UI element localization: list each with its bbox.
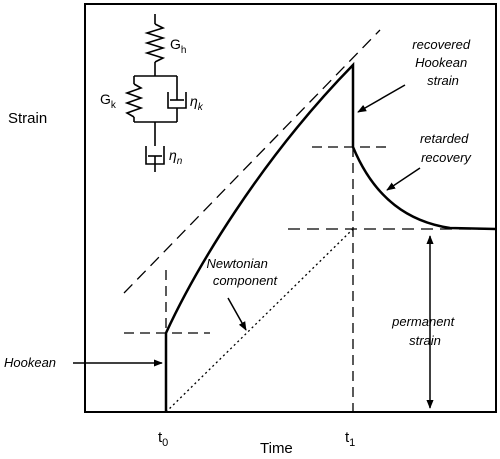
- gh-label: Gh: [170, 36, 186, 56]
- spring-gk: [124, 83, 144, 118]
- retarded-label: retarded recovery: [420, 131, 472, 165]
- t0-label: t0: [158, 429, 168, 449]
- permanent-label: permanent strain: [391, 314, 458, 348]
- eta-k-label: ηk: [190, 93, 204, 113]
- gk-label: Gk: [100, 91, 117, 111]
- plot-frame: [84, 3, 497, 413]
- hookean-label: Hookean: [4, 355, 56, 370]
- recovered-label: recovered Hookean strain: [412, 37, 473, 88]
- newtonian-label: Newtonian component: [206, 256, 278, 288]
- retarded-arrow: [386, 167, 421, 191]
- hookean-asymptote-line: [123, 29, 381, 294]
- eta-n-label: ηn: [169, 147, 183, 167]
- spring-gh: [144, 23, 166, 63]
- y-axis-label: Strain: [8, 110, 47, 127]
- newtonian-component-line: [165, 228, 354, 413]
- burgers-model: [124, 14, 187, 172]
- recovered-arrow: [357, 84, 406, 113]
- newtonian-arrow: [227, 297, 247, 331]
- x-axis-label: Time: [260, 440, 293, 457]
- t1-label: t1: [345, 429, 355, 449]
- strain-curve: [164, 61, 497, 412]
